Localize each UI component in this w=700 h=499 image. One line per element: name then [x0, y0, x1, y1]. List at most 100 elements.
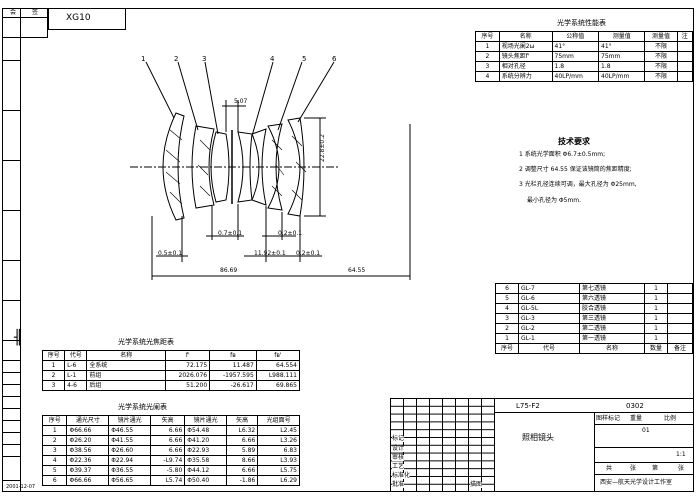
table-cell: 6.66 [149, 445, 186, 456]
table-header-cell: f' [165, 350, 211, 361]
strip-line [2, 210, 21, 211]
strip-line [2, 110, 21, 111]
table-cell: 2026.076 [165, 370, 211, 381]
tech-req-item: 3 光栏孔径连续可调，最大孔径为 Φ25mm, [519, 181, 637, 188]
table-cell: 4 [495, 303, 519, 314]
dim-left: 0.5±0.1 [158, 250, 183, 257]
table-header-cell: 光组面号 [257, 415, 300, 426]
strip-line [2, 444, 21, 445]
table-cell: Φ22.94 [108, 455, 151, 466]
lens-4b-outline [251, 128, 267, 206]
table-row: 6 GL-7 第七透镜 1 [495, 283, 693, 294]
drawing-code-box [48, 8, 126, 30]
strip-line [2, 480, 21, 481]
perf-table-title: 光学系统性能表 [557, 19, 606, 27]
table-cell: 6.66 [149, 435, 186, 446]
table-header-cell: 数量 [644, 343, 668, 354]
table-cell: -5.80 [149, 465, 186, 476]
table-cell: 1 [644, 293, 668, 304]
table-header-cell: 镜片通光 [184, 415, 228, 426]
title-scale-val: 1:1 [676, 451, 686, 458]
table-cell: 6.66 [226, 435, 259, 446]
table-cell: Φ36.55 [108, 465, 151, 476]
title-label-weight: 重量 [630, 415, 643, 422]
table-cell: 1 [644, 313, 668, 324]
aper-table-title: 光学系统光阑表 [118, 403, 167, 411]
table-cell: 64.554 [255, 360, 301, 371]
table-cell: 6.66 [149, 425, 186, 436]
dim-mid: 0.7±0.1 [218, 230, 243, 237]
table-cell: -1957.595 [209, 370, 257, 381]
title-info-hline [594, 424, 694, 425]
table-cell: Φ39.37 [66, 465, 110, 476]
table-cell: 第六透镜 [579, 293, 645, 304]
table-row: 4 系统分辨力 40LP/mm 40LP/mm 不限 [475, 71, 694, 82]
strip-line [2, 340, 21, 341]
table-row: 1 GL-1 第一透镜 1 [495, 333, 693, 344]
tech-req-title: 技术要求 [558, 137, 590, 146]
title-label-design: 设计 [392, 445, 405, 452]
table-cell: 前组 [86, 370, 167, 381]
table-cell: L6.32 [226, 425, 259, 436]
lens-6-outline [287, 117, 305, 217]
table-cell: 1 [644, 303, 668, 314]
table-cell: 6 [495, 283, 519, 294]
strip-line [2, 384, 21, 385]
strip-line [2, 300, 21, 301]
strip-line [2, 456, 21, 457]
strip-line [2, 360, 21, 361]
strip-line [2, 432, 21, 433]
table-cell: 1 [644, 323, 668, 334]
table-header-cell: fв [209, 350, 257, 361]
table-header-cell: fв' [255, 350, 301, 361]
table-header-row: 序号 代号 名称 数量 备注 [495, 343, 693, 354]
table-row: 1 Φ66.66 Φ46.55 6.66 Φ54.48 L6.32 L2.45 [41, 425, 300, 436]
title-label-scale: 比例 [664, 415, 677, 422]
table-cell: L-6 [64, 360, 88, 371]
title-label-mark: 标记 [392, 435, 405, 442]
table-cell: 第三透镜 [579, 313, 645, 324]
parts-table: 6 GL-7 第七透镜 1 5 GL-6 第六透镜 1 4 GL-5L 胶合透镜… [495, 283, 693, 354]
table-cell [667, 313, 693, 324]
title-info-hline [594, 474, 694, 475]
table-cell: 1 [41, 425, 68, 436]
strip-line [2, 260, 21, 261]
table-header-row: 序号 通光尺寸 镜片通光 矢高 镜片通光 矢高 光组面号 [41, 415, 300, 426]
corner-label-1: 会 [10, 9, 17, 16]
title-weight-val: 01 [642, 427, 650, 434]
title-label-standard: 标准化 [392, 472, 411, 479]
table-cell: L988.111 [255, 370, 301, 381]
table-cell: 69.865 [255, 380, 301, 391]
aper-table: 序号 通光尺寸 镜片通光 矢高 镜片通光 矢高 光组面号 1 Φ66.66 Φ4… [41, 415, 300, 486]
table-cell: GL-1 [518, 333, 580, 344]
table-row: 4 Φ22.36 Φ22.94 -L9.74 Φ35.58 8.66 L3.93 [41, 455, 300, 466]
lens-label-3: 3 [202, 55, 207, 63]
lens-3-outline [210, 131, 230, 203]
table-cell: Φ56.65 [108, 475, 151, 486]
table-header-cell: 名称 [579, 343, 645, 354]
table-row: 5 Φ39.37 Φ36.55 -5.80 Φ44.12 6.66 L5.75 [41, 465, 300, 476]
table-cell [667, 283, 693, 294]
table-cell: L3.26 [257, 435, 300, 446]
table-cell: 1 [495, 333, 519, 344]
lens-label-5: 5 [302, 55, 307, 63]
title-block-vline [494, 398, 495, 492]
title-name: 照相镜头 [522, 433, 554, 442]
table-row: 4 GL-5L 胶合透镜 1 [495, 303, 693, 314]
title-info-hline [594, 447, 694, 448]
table-cell: 2 [41, 370, 66, 381]
table-cell: 4-6 [64, 380, 88, 391]
table-cell: Φ46.55 [108, 425, 151, 436]
tech-req-item: 2 调整尺寸 64.55 保证该镜筒的焦距精度; [519, 166, 632, 173]
title-label-approve: 批准 [392, 481, 405, 488]
lens-label-2: 2 [174, 55, 179, 63]
table-cell: L5.75 [257, 465, 300, 476]
table-row: 2 Φ26.20 Φ41.55 6.66 Φ41.20 6.66 L3.26 [41, 435, 300, 446]
table-row: 3 4-6 后组 51.200 -26.617 69.865 [41, 380, 301, 391]
title-info-hline [594, 462, 694, 463]
strip-line [2, 396, 21, 397]
table-cell: 3 [41, 445, 68, 456]
title-label-marks: 图样标记 [596, 415, 621, 422]
table-cell: 5 [495, 293, 519, 304]
